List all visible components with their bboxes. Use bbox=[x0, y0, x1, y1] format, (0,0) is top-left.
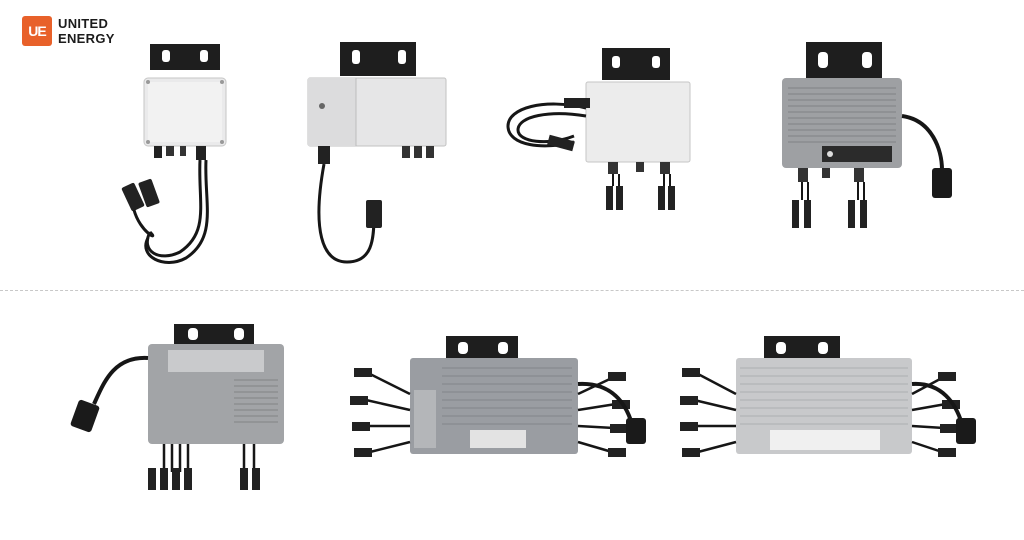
product-microinverter-4 bbox=[772, 40, 972, 250]
row-divider bbox=[0, 290, 1024, 291]
logo-text-line2: ENERGY bbox=[58, 31, 115, 46]
product-microinverter-5 bbox=[64, 322, 294, 502]
logo-text-line1: UNITED bbox=[58, 16, 109, 31]
product-microinverter-6 bbox=[350, 334, 650, 474]
product-microinverter-3 bbox=[504, 46, 694, 226]
logo-mark: UE bbox=[22, 16, 52, 46]
brand-logo: UE UNITED ENERGY bbox=[22, 16, 115, 46]
product-microinverter-1 bbox=[120, 42, 240, 272]
product-microinverter-2 bbox=[302, 40, 452, 270]
logo-text: UNITED ENERGY bbox=[58, 16, 115, 46]
product-microinverter-7 bbox=[680, 334, 980, 474]
